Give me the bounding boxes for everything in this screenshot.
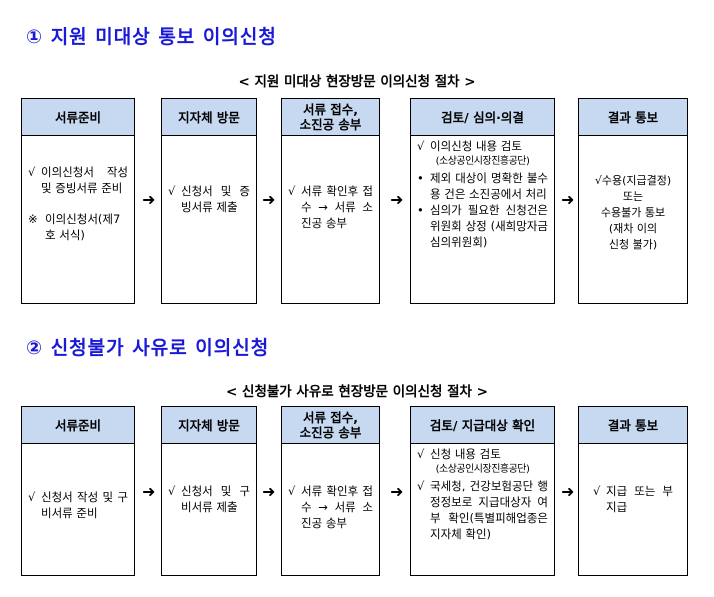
arrow-icon: ➜ <box>561 482 575 501</box>
s1-step-review-decision: 검토/ 심의·의결 √이의신청 내용 검토 (소상공인시장진흥공단) •제외 대… <box>410 98 555 304</box>
s1-step-receipt-transfer: 서류 접수, 소진공 송부 √서류 확인후 접수 → 서류 소진공 송부 <box>281 98 380 304</box>
section-1-subtitle: < 지원 미대상 현장방문 이의신청 절차 > <box>238 74 476 90</box>
step-body: √이의신청 내용 검토 (소상공인시장진흥공단) •제외 대상이 명확한 불수용… <box>417 139 548 249</box>
step-body: √신청서 작성 및 구비서류 준비 <box>28 490 128 520</box>
bullet-icon: • <box>417 203 424 217</box>
s2-step-review-eligibility: 검토/ 지급대상 확인 √신청 내용 검토 (소상공인시장진흥공단) √국세청,… <box>410 406 555 576</box>
check-icon: √ <box>417 447 425 461</box>
s1-step-result-notice: 결과 통보 √수용(지급결정) 또는 수용불가 통보 (재차 이의 신청 불가) <box>578 98 688 304</box>
check-icon: √ <box>288 484 296 498</box>
check-icon: √ <box>168 184 176 198</box>
step-body: √서류 확인후 접수 → 서류 소진공 송부 <box>288 184 373 230</box>
step-header: 검토/ 심의·의결 <box>411 99 554 136</box>
step-body: √지급 또는 부지급 <box>593 484 673 514</box>
step-header: 지자체 방문 <box>162 99 256 136</box>
s1-step-document-prep: 서류준비 √이의신청서 작성 및 증빙서류 준비 ※이의신청서(제7호 서식) <box>21 98 135 304</box>
arrow-icon: ➜ <box>262 482 276 501</box>
s1-step-local-gov-visit: 지자체 방문 √신청서 및 증빙서류 제출 <box>161 98 257 304</box>
step-body: √신청 내용 검토 (소상공인시장진흥공단) √국세청, 건강보험공단 행정정보… <box>417 447 548 541</box>
check-icon: √ <box>28 165 36 179</box>
s2-step-document-prep: 서류준비 √신청서 작성 및 구비서류 준비 <box>21 406 135 576</box>
check-icon: √ <box>288 184 296 198</box>
step-header: 서류 접수, 소진공 송부 <box>282 407 379 444</box>
step-header: 서류준비 <box>22 407 134 444</box>
step-header: 지자체 방문 <box>162 407 256 444</box>
reference-mark-icon: ※ <box>28 212 38 226</box>
step-body: √신청서 및 증빙서류 제출 <box>168 184 250 214</box>
arrow-icon: ➜ <box>390 482 404 501</box>
section-2-title: ② 신청불가 사유로 이의신청 <box>26 337 270 359</box>
check-icon: √ <box>417 479 425 493</box>
s2-step-local-gov-visit: 지자체 방문 √신청서 및 구비서류 제출 <box>161 406 257 576</box>
bullet-icon: • <box>417 171 424 185</box>
arrow-icon: ➜ <box>142 482 156 501</box>
arrow-icon: ➜ <box>561 190 575 209</box>
arrow-icon: ➜ <box>142 190 156 209</box>
step-header: 서류 접수, 소진공 송부 <box>282 99 379 136</box>
step-header: 결과 통보 <box>579 407 687 444</box>
check-icon: √ <box>28 490 36 504</box>
step-header: 검토/ 지급대상 확인 <box>411 407 554 444</box>
step-body: √수용(지급결정) 또는 수용불가 통보 (재차 이의 신청 불가) <box>594 174 672 251</box>
step-body: √이의신청서 작성 및 증빙서류 준비 ※이의신청서(제7호 서식) <box>28 165 128 242</box>
check-icon: √ <box>417 139 425 153</box>
step-header: 결과 통보 <box>579 99 687 136</box>
check-icon: √ <box>168 484 176 498</box>
step-body: √신청서 및 구비서류 제출 <box>168 484 250 514</box>
s2-step-result-notice: 결과 통보 √지급 또는 부지급 <box>578 406 688 576</box>
step-body: √서류 확인후 접수 → 서류 소진공 송부 <box>288 484 373 530</box>
s2-step-receipt-transfer: 서류 접수, 소진공 송부 √서류 확인후 접수 → 서류 소진공 송부 <box>281 406 380 576</box>
arrow-icon: ➜ <box>390 190 404 209</box>
step-header: 서류준비 <box>22 99 134 136</box>
section-2-subtitle: < 신청불가 사유로 현장방문 이의신청 절차 > <box>226 384 488 400</box>
check-icon: √ <box>593 484 601 498</box>
arrow-icon: ➜ <box>262 190 276 209</box>
section-1-title: ① 지원 미대상 통보 이의신청 <box>26 26 277 48</box>
